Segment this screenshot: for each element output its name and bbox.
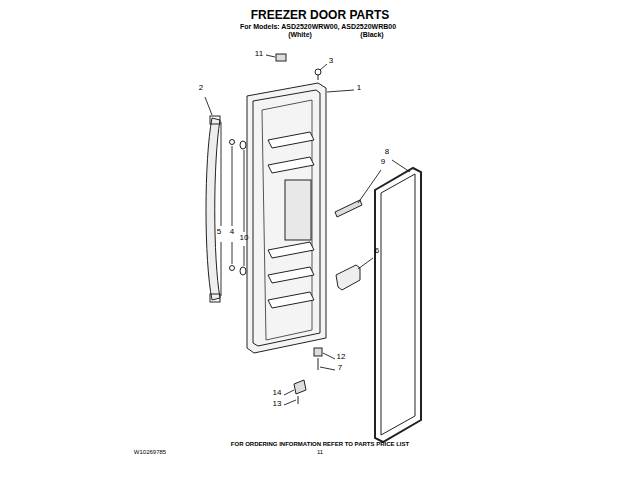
callout-number: 9 — [381, 158, 385, 166]
callout-number: 11 — [255, 50, 263, 58]
leader-line — [205, 97, 212, 115]
screw — [230, 266, 235, 271]
color-note: (Black) — [360, 31, 383, 38]
leader-line — [244, 150, 245, 232]
exploded-view — [206, 54, 421, 442]
hinge-bushing — [314, 348, 322, 356]
color-note: (White) — [288, 31, 312, 38]
handle-mount — [210, 116, 220, 124]
leader-lines — [205, 55, 410, 405]
door-liner — [253, 90, 320, 346]
footer-note: FOR ORDERING INFORMATION REFER TO PARTS … — [231, 441, 409, 447]
door-shelf — [268, 157, 314, 173]
leader-line — [358, 258, 373, 269]
handle-mount — [210, 294, 220, 302]
leader-line — [221, 242, 222, 296]
callout-number: 2 — [199, 84, 203, 92]
callout-number: 6 — [375, 247, 379, 255]
leader-line — [323, 353, 335, 359]
leader-line — [320, 64, 327, 70]
door-panel — [247, 83, 326, 353]
washer — [240, 141, 246, 149]
leader-line — [320, 367, 335, 370]
bottom-hinge — [294, 380, 306, 394]
door-shelf — [268, 132, 314, 148]
leader-line — [266, 55, 275, 57]
door-shelf — [268, 292, 314, 308]
door-gasket — [375, 168, 421, 442]
door-gasket-inner — [381, 174, 415, 435]
hinge-cap — [276, 54, 286, 61]
document-number: W10269785 — [134, 449, 166, 455]
callout-number: 13 — [273, 400, 282, 408]
model-list: For Models: ASD2520WRW00, ASD2520WRB00 — [240, 23, 396, 30]
screw-shank — [318, 75, 319, 80]
callout-number: 8 — [385, 148, 389, 156]
shelf-bracket — [336, 265, 360, 290]
screw — [230, 140, 235, 145]
leader-line — [358, 170, 381, 203]
hinge-screw — [298, 396, 299, 404]
door-shelf — [268, 242, 314, 258]
callout-number: 14 — [273, 389, 282, 397]
diagram-title: FREEZER DOOR PARTS — [251, 9, 389, 21]
leader-line — [232, 242, 233, 264]
leader-line — [327, 90, 354, 92]
page-number: 11 — [317, 449, 323, 455]
callout-number: 7 — [338, 364, 342, 372]
callout-number: 12 — [337, 353, 346, 361]
door-shelf — [268, 267, 314, 283]
dispenser-housing — [285, 180, 311, 240]
hinge-pin — [318, 358, 319, 370]
callout-number: 10 — [240, 234, 249, 242]
door-handle — [206, 118, 220, 300]
leader-line — [284, 390, 294, 395]
washer — [240, 267, 246, 275]
leader-line — [284, 400, 296, 405]
leader-line — [392, 160, 410, 172]
leader-line — [232, 146, 233, 226]
callout-number: 5 — [217, 228, 221, 236]
leader-line — [244, 246, 245, 266]
callout-number: 4 — [230, 228, 234, 236]
leader-line — [221, 122, 222, 226]
callout-number: 1 — [357, 84, 361, 92]
callout-number: 3 — [329, 57, 333, 65]
